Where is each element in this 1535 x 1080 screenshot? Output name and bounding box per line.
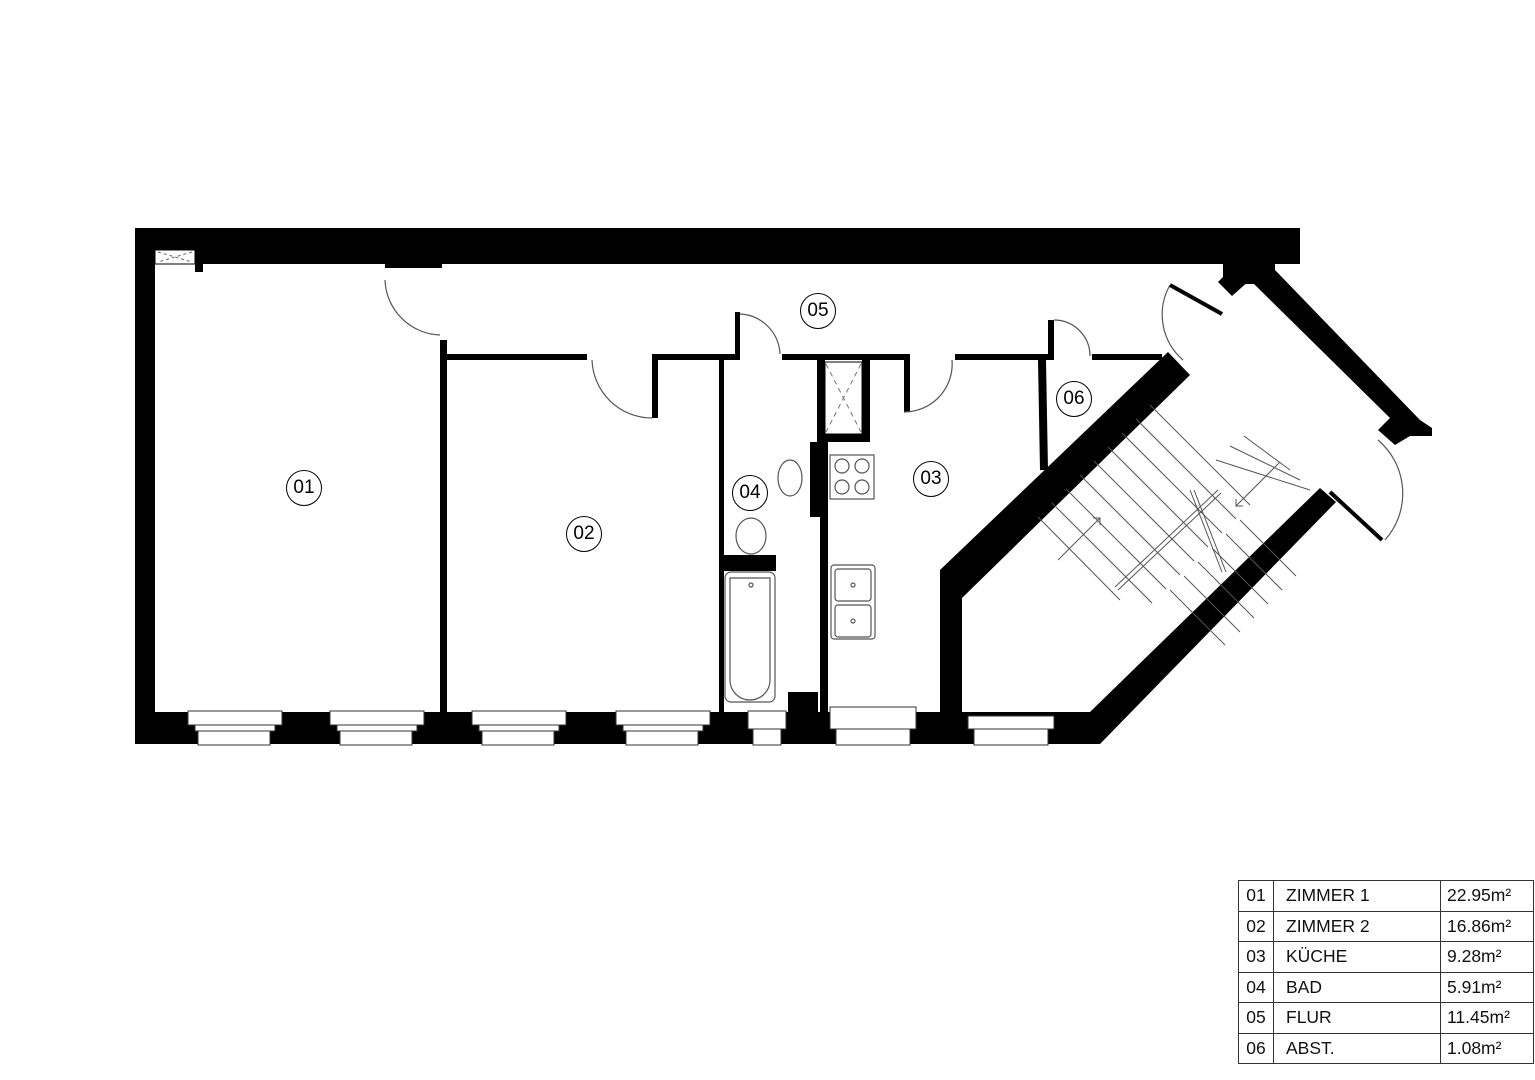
interior-walls	[385, 262, 1162, 744]
room-label-05: 05	[800, 293, 836, 329]
staircase	[1037, 404, 1311, 646]
door-leaves	[1169, 283, 1384, 542]
room-label-04: 04	[732, 475, 768, 511]
legend-row: 05 FLUR 11.45m²	[1238, 1002, 1534, 1034]
kitchen-fixtures	[829, 454, 876, 640]
shaft-cross	[824, 361, 863, 435]
doors	[384, 279, 1404, 541]
windows	[187, 706, 1055, 746]
legend-row: 06 ABST. 1.08m²	[1238, 1032, 1534, 1064]
room-label-03: 03	[913, 461, 949, 497]
legend-row: 01 ZIMMER 1 22.95m²	[1238, 880, 1534, 912]
room-label-01: 01	[286, 470, 322, 506]
vent-shaft	[154, 249, 203, 272]
legend-row: 04 BAD 5.91m²	[1238, 971, 1534, 1003]
legend-row: 02 ZIMMER 2 16.86m²	[1238, 910, 1534, 942]
room-label-06: 06	[1056, 381, 1092, 417]
room-label-02: 02	[566, 516, 602, 552]
legend-row: 03 KÜCHE 9.28m²	[1238, 941, 1534, 973]
toilet-icon	[735, 517, 767, 555]
bath-fixtures	[724, 459, 803, 703]
sink-icon	[777, 459, 803, 497]
room-area-legend: 01 ZIMMER 1 22.95m² 02 ZIMMER 2 16.86m² …	[1238, 880, 1534, 1064]
